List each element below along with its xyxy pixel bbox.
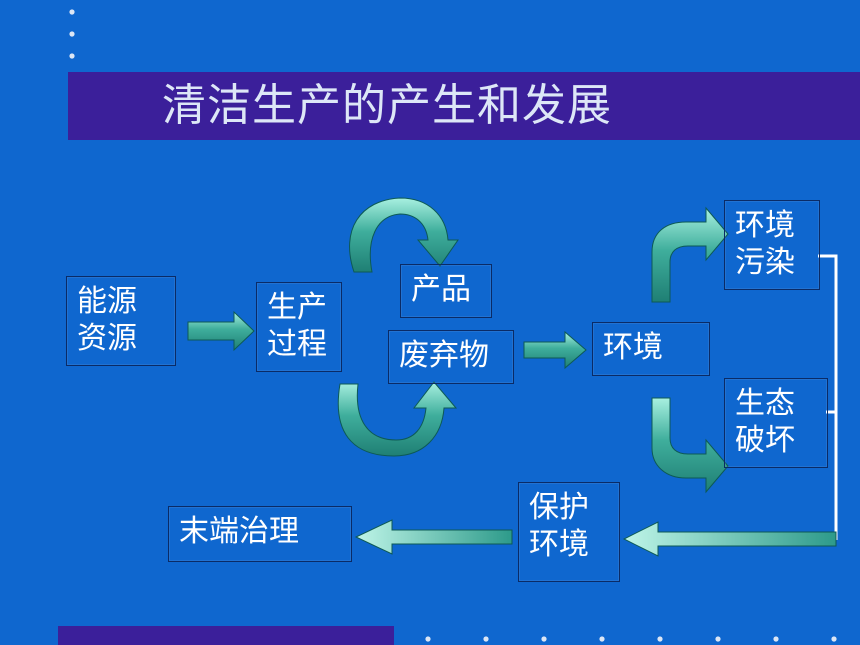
node-end-treatment: 末端治理 [168, 506, 352, 562]
node-env-pollution: 环境 污染 [724, 200, 820, 290]
node-energy-line2: 资源 [77, 321, 137, 356]
node-pollution-line2: 污染 [735, 245, 795, 280]
curved-arrow-to-waste [337, 381, 458, 457]
node-product-text: 产品 [411, 272, 471, 307]
node-production-process: 生产 过程 [256, 282, 342, 372]
node-energy-resources: 能源 资源 [66, 276, 176, 366]
arrow-line-to-protect [622, 521, 837, 557]
curved-arrow-to-eco-damage [651, 397, 729, 494]
title-bar [68, 72, 860, 140]
node-pollution-line1: 环境 [735, 208, 795, 243]
node-waste: 废弃物 [388, 330, 514, 384]
node-eco-line2: 破坏 [735, 423, 795, 458]
node-protect-line2: 环境 [529, 527, 589, 562]
arrow-waste-to-environment [523, 330, 587, 370]
left-dot-column [69, 9, 75, 59]
slide-title: 清洁生产的产生和发展 [162, 80, 612, 131]
curved-arrow-to-pollution [651, 206, 729, 303]
bottom-bar [58, 626, 394, 645]
arrow-protect-to-end-treatment [354, 519, 513, 555]
node-eco-line1: 生态 [735, 386, 795, 421]
node-process-line1: 生产 [267, 290, 327, 325]
node-protect-env: 保护 环境 [518, 482, 620, 582]
curved-arrow-to-product [349, 197, 459, 273]
node-environment: 环境 [592, 322, 710, 376]
node-eco-damage: 生态 破坏 [724, 378, 828, 468]
node-process-line2: 过程 [267, 327, 327, 362]
node-waste-text: 废弃物 [399, 338, 489, 373]
arrow-energy-to-process [187, 310, 255, 352]
node-energy-line1: 能源 [77, 284, 137, 319]
node-end-treatment-text: 末端治理 [179, 514, 299, 549]
node-product: 产品 [400, 264, 492, 318]
node-environment-text: 环境 [603, 330, 663, 365]
node-protect-line1: 保护 [529, 490, 589, 525]
bottom-dot-row [425, 636, 837, 642]
